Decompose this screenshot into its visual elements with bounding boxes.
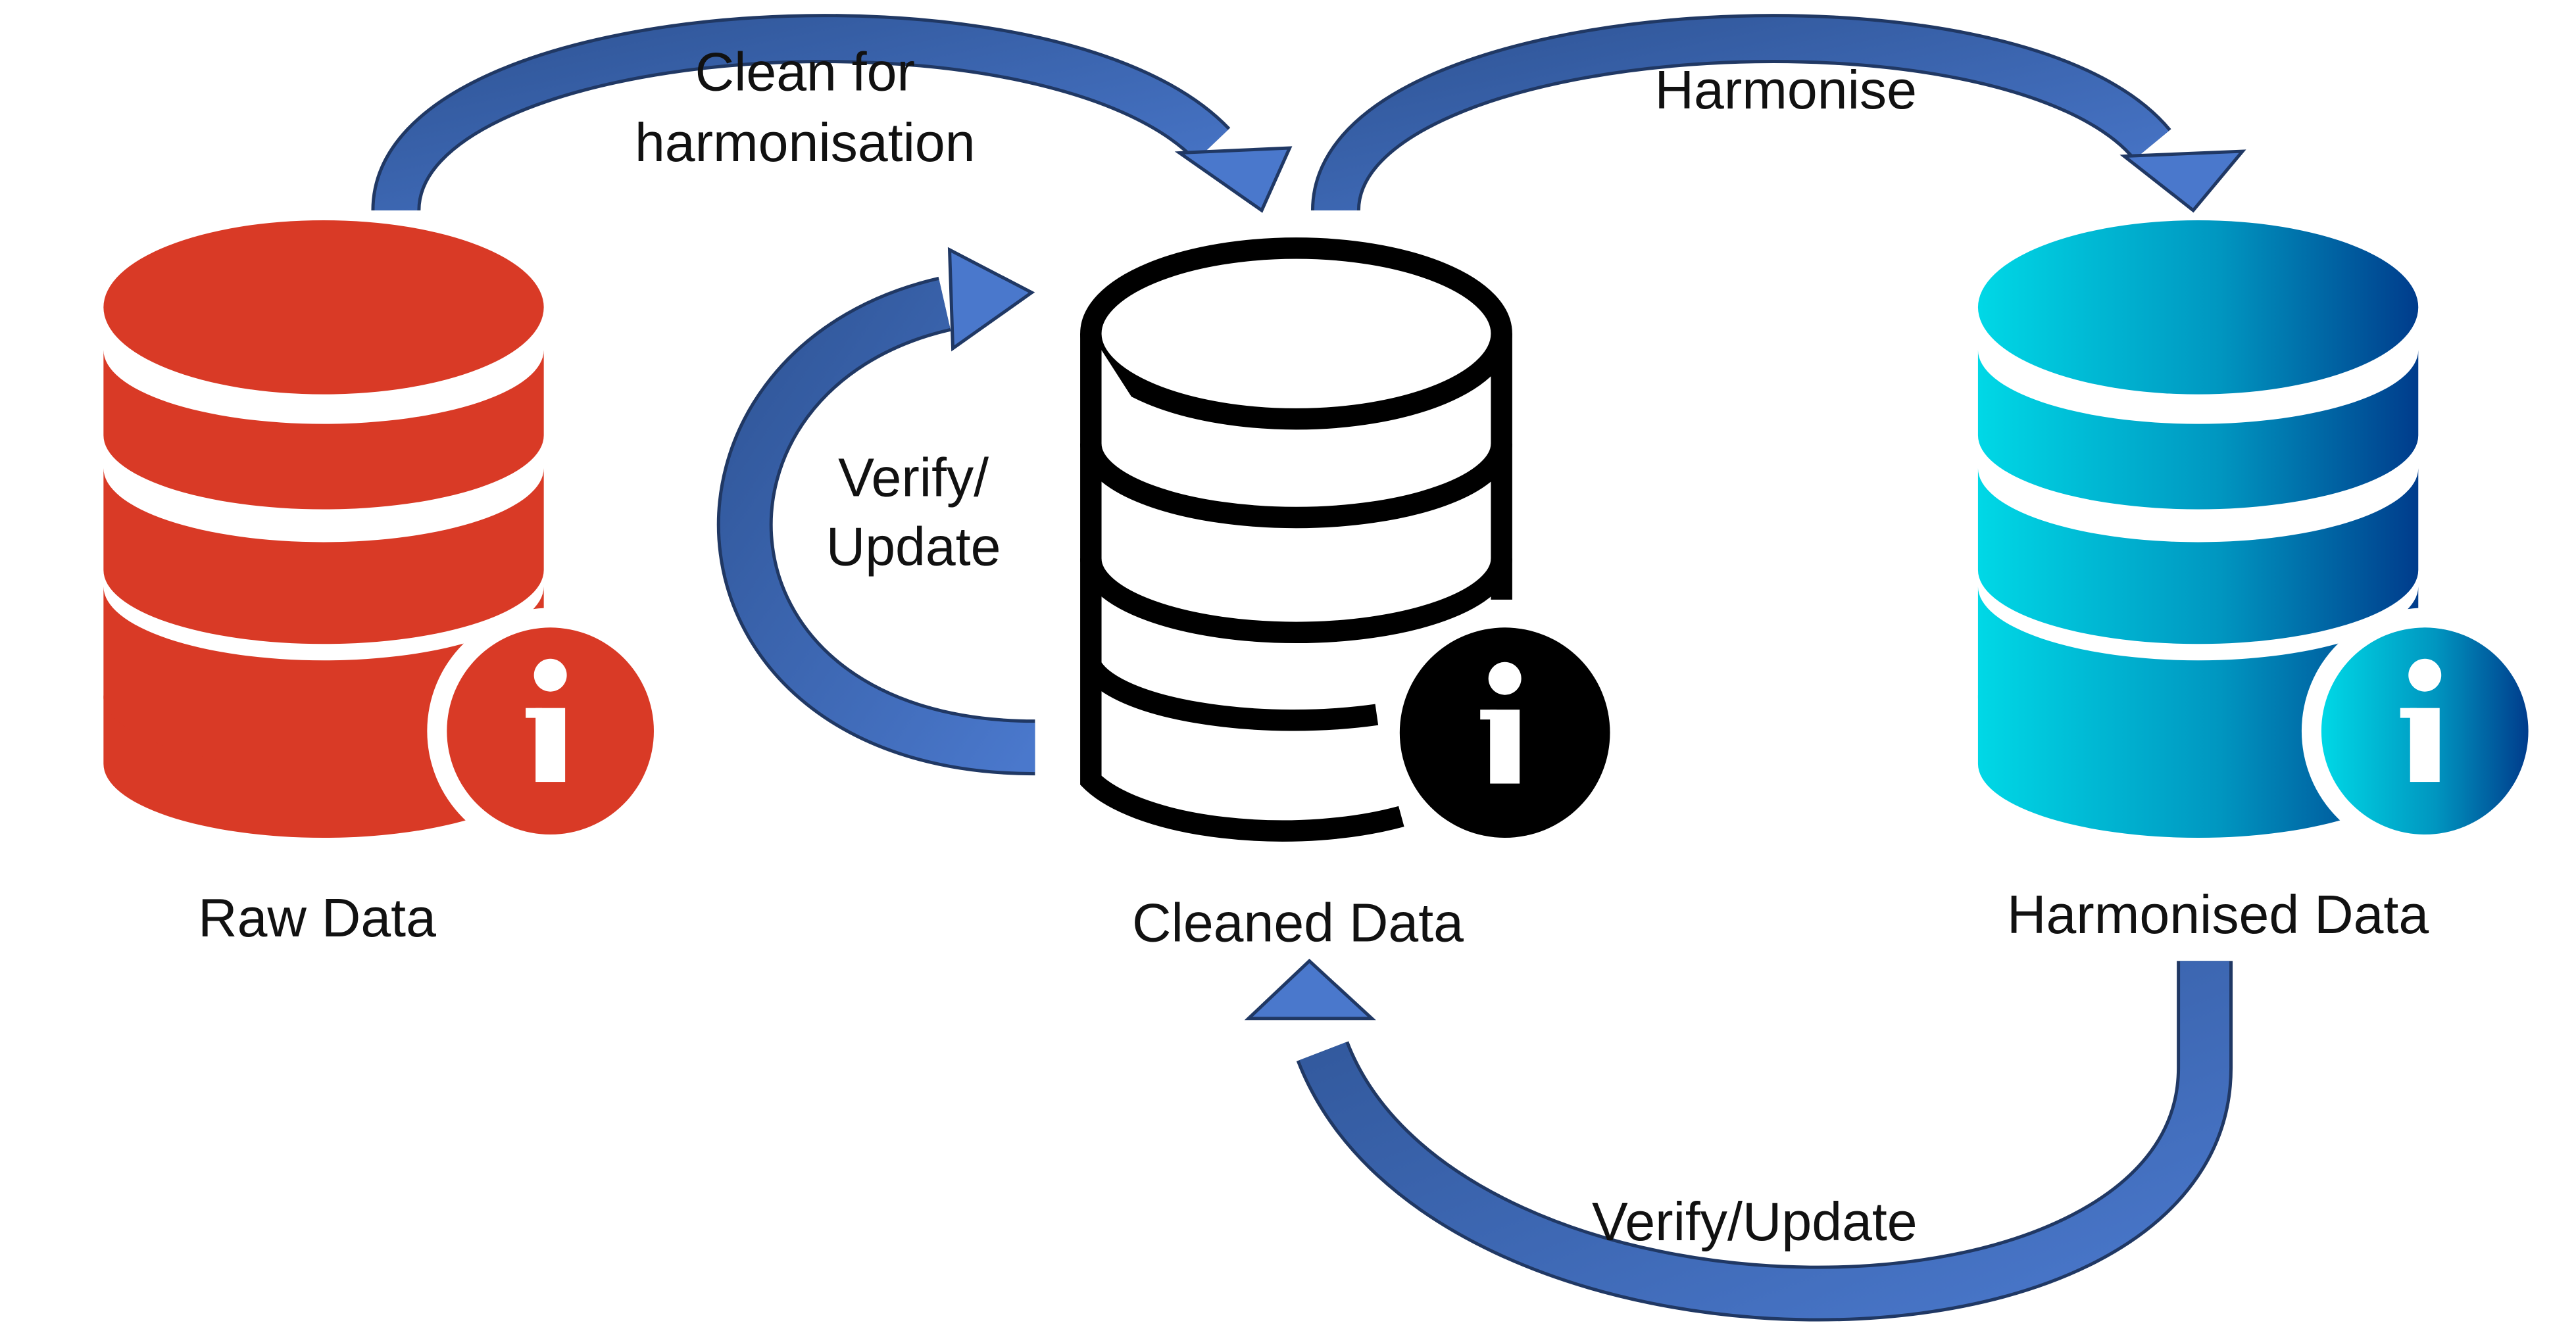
clean-label-line1: Clean for (695, 42, 915, 103)
harmonised-data-label: Harmonised Data (2007, 884, 2429, 945)
arrow-verify-update-back (1244, 958, 2233, 1322)
raw-database-icon (103, 220, 674, 854)
harmonised-database-icon (1977, 220, 2548, 854)
cleaned-data-label: Cleaned Data (1132, 892, 1464, 953)
cleaned-database-icon (1080, 237, 1610, 842)
verify-update-loop-line2: Update (826, 516, 1001, 577)
arrow-verify-update-loop (716, 247, 1035, 776)
clean-label-line2: harmonisation (635, 112, 976, 173)
verify-update-back-label: Verify/Update (1592, 1192, 1918, 1252)
arrow-clean-for-harmonisation (371, 14, 1293, 213)
verify-update-loop-line1: Verify/ (838, 448, 989, 508)
harmonise-label: Harmonise (1655, 60, 1917, 120)
raw-data-label: Raw Data (198, 888, 436, 948)
arrow-harmonise (1310, 14, 2246, 213)
